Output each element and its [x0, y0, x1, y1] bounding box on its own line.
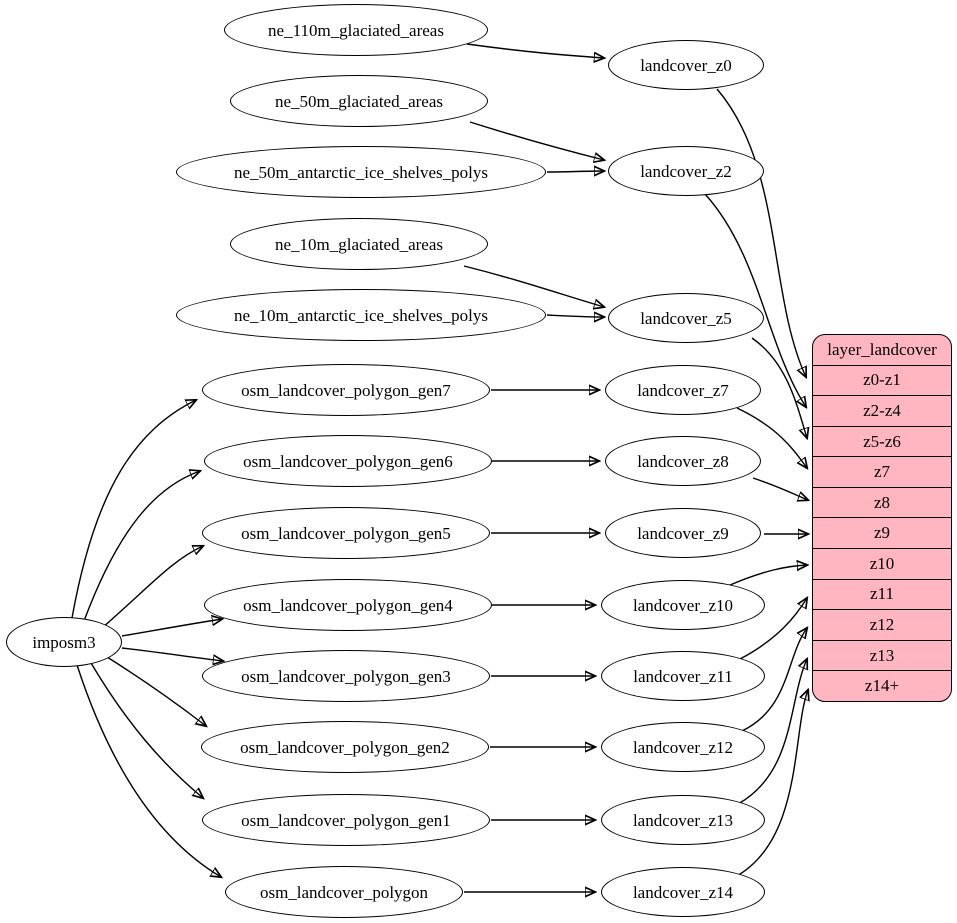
edge-z14-to-row-z14plus [734, 690, 808, 878]
edge-imposm3-to-gen5 [101, 546, 203, 629]
edge-ne50m-ant-to-z2 [546, 171, 604, 172]
node-label: osm_landcover_polygon_gen2 [240, 737, 450, 757]
edge-ne10m-ant-to-z5 [546, 315, 604, 317]
edge-z13-to-row-z13 [737, 659, 807, 805]
node-label: osm_landcover_polygon_gen6 [243, 451, 453, 471]
node-osm-landcover-polygon-gen1: osm_landcover_polygon_gen1 [202, 794, 490, 846]
table-row-z12: z12 [813, 609, 951, 640]
node-label: ne_10m_glaciated_areas [274, 234, 444, 254]
node-ne-10m-glaciated-areas: ne_10m_glaciated_areas [230, 218, 488, 270]
edge-ne50m-glac-to-z2 [469, 121, 604, 160]
node-label: landcover_z2 [640, 161, 732, 181]
node-ne-10m-antarctic-ice-shelves-polys: ne_10m_antarctic_ice_shelves_polys [176, 289, 546, 341]
node-landcover-z13: landcover_z13 [601, 795, 765, 845]
node-label: landcover_z5 [640, 308, 732, 328]
node-osm-landcover-polygon-gen3: osm_landcover_polygon_gen3 [202, 650, 490, 702]
node-label: imposm3 [32, 632, 96, 652]
node-osm-landcover-polygon: osm_landcover_polygon [225, 866, 463, 918]
node-label: landcover_z9 [637, 523, 729, 543]
edge-z12-to-row-z12 [741, 628, 807, 732]
table-row-z14plus: z14+ [813, 670, 951, 701]
table-row-z8: z8 [813, 486, 951, 518]
node-imposm3: imposm3 [6, 617, 122, 667]
table-row-z11: z11 [813, 578, 951, 610]
node-label: landcover_z0 [640, 55, 732, 75]
table-row-z9: z9 [813, 517, 951, 548]
node-landcover-z9: landcover_z9 [605, 508, 761, 558]
table-row-z0-z1: z0-z1 [813, 364, 951, 396]
edge-imposm3-to-gen3 [121, 647, 223, 661]
node-label: landcover_z13 [632, 810, 734, 830]
node-label: osm_landcover_polygon_gen1 [241, 810, 451, 830]
node-landcover-z8: landcover_z8 [605, 436, 761, 486]
node-label: landcover_z11 [633, 666, 733, 686]
edge-imposm3-to-gen6 [83, 471, 200, 622]
node-ne-50m-antarctic-ice-shelves-polys: ne_50m_antarctic_ice_shelves_polys [176, 146, 546, 198]
table-row-z13: z13 [813, 639, 951, 671]
node-label: landcover_z10 [632, 595, 734, 615]
node-landcover-z7: landcover_z7 [605, 365, 761, 415]
node-label: osm_landcover_polygon_gen5 [241, 523, 451, 543]
node-label: osm_landcover_polygon [259, 882, 429, 902]
node-landcover-z2: landcover_z2 [608, 146, 764, 196]
node-landcover-z14: landcover_z14 [601, 867, 765, 917]
node-osm-landcover-polygon-gen2: osm_landcover_polygon_gen2 [201, 721, 489, 773]
edge-imposm3-to-gen1 [90, 662, 203, 798]
node-osm-landcover-polygon-gen6: osm_landcover_polygon_gen6 [204, 435, 492, 487]
node-label: osm_landcover_polygon_gen7 [241, 380, 451, 400]
layer-landcover-table: layer_landcover z0-z1 z2-z4 z5-z6 z7 z8 … [812, 334, 952, 702]
node-label: landcover_z7 [637, 380, 729, 400]
node-label: ne_10m_antarctic_ice_shelves_polys [234, 305, 488, 325]
node-label: landcover_z12 [632, 737, 734, 757]
node-label: osm_landcover_polygon_gen3 [241, 666, 451, 686]
node-label: osm_landcover_polygon_gen4 [243, 595, 453, 615]
table-row-z5-z6: z5-z6 [813, 425, 951, 457]
node-osm-landcover-polygon-gen7: osm_landcover_polygon_gen7 [202, 364, 490, 416]
table-header: layer_landcover [827, 339, 937, 359]
node-osm-landcover-polygon-gen4: osm_landcover_polygon_gen4 [204, 579, 492, 631]
node-ne-50m-glaciated-areas: ne_50m_glaciated_areas [230, 75, 488, 127]
edge-z2-to-row-z2-z4 [704, 193, 806, 407]
node-landcover-z11: landcover_z11 [601, 651, 765, 701]
node-osm-landcover-polygon-gen5: osm_landcover_polygon_gen5 [202, 507, 490, 559]
edge-z10-to-row-z10 [729, 565, 807, 586]
edge-z0-to-row-z0-z1 [716, 88, 806, 377]
edge-ne110m-to-z0 [466, 43, 604, 58]
node-landcover-z5: landcover_z5 [608, 293, 764, 343]
node-landcover-z10: landcover_z10 [601, 580, 765, 630]
node-label: ne_50m_antarctic_ice_shelves_polys [234, 162, 488, 182]
edge-z7-to-row-z7 [736, 407, 807, 468]
node-label: ne_50m_glaciated_areas [274, 91, 444, 111]
node-label: landcover_z8 [637, 451, 729, 471]
edge-z5-to-row-z5-z6 [751, 337, 807, 438]
edge-imposm3-to-gen7 [71, 400, 196, 619]
edge-z11-to-row-z11 [739, 598, 807, 660]
edge-imposm3-to-polygon [76, 664, 221, 877]
node-landcover-z0: landcover_z0 [608, 40, 764, 90]
node-ne-110m-glaciated-areas: ne_110m_glaciated_areas [224, 4, 488, 56]
edge-imposm3-to-gen4 [121, 619, 222, 637]
table-row-z7: z7 [813, 456, 951, 487]
node-label: landcover_z14 [632, 882, 734, 902]
edge-z8-to-row-z8 [752, 477, 808, 500]
table-row-z10: z10 [813, 548, 951, 579]
edge-ne10m-glac-to-z5 [463, 265, 604, 307]
edge-imposm3-to-gen2 [106, 656, 206, 726]
node-landcover-z12: landcover_z12 [601, 722, 765, 772]
node-label: ne_110m_glaciated_areas [268, 20, 444, 40]
table-row-z2-z4: z2-z4 [813, 395, 951, 426]
